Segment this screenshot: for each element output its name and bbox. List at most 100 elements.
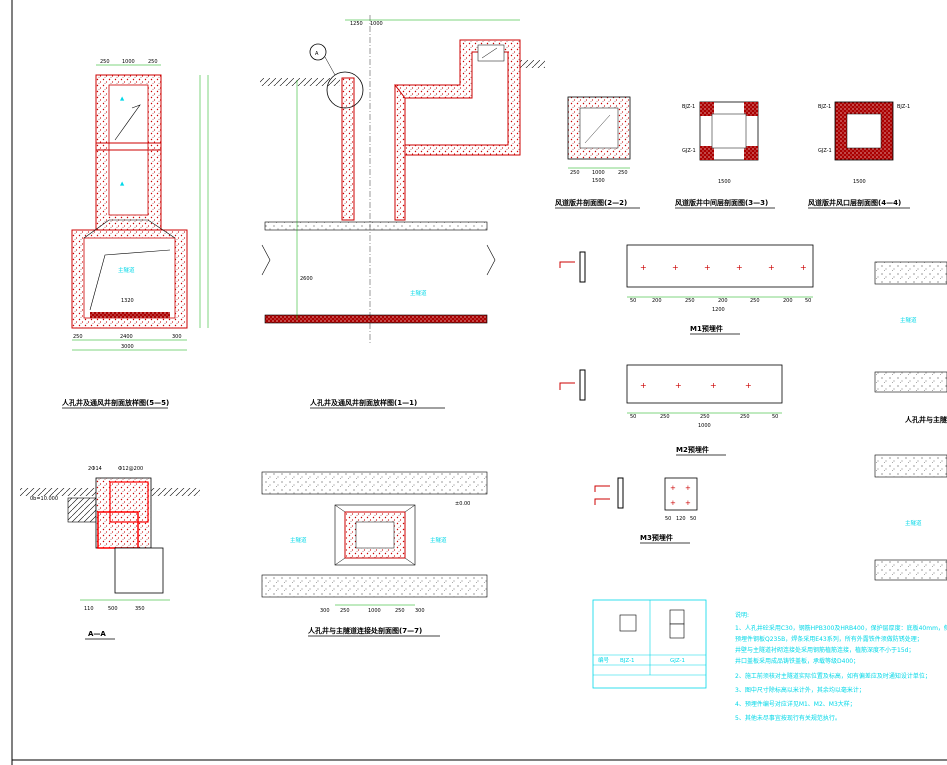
legend-bjz: BJZ-1 <box>620 658 635 664</box>
dim-a-a-3: 350 <box>135 606 145 612</box>
svg-text:+: + <box>768 263 775 272</box>
dim-m2-4: 250 <box>740 414 750 420</box>
title-3-3: 风道版井中间层剖面图(3—3) <box>675 198 768 207</box>
section-1-1: A 主隧道 1250 1000 2600 人孔井及通风井剖面放样图(1—1) <box>260 15 545 409</box>
dim-m2-3: 250 <box>700 414 710 420</box>
dim-m2-5: 50 <box>772 414 778 420</box>
title-4-4: 风道版井风口层剖面图(4—4) <box>808 198 901 207</box>
dim-5-5-top-2: 1000 <box>122 59 135 65</box>
title-5-5: 人孔井及通风井剖面放样图(5—5) <box>62 398 169 407</box>
svg-text:2600: 2600 <box>300 276 313 282</box>
svg-text:▲: ▲ <box>120 181 125 187</box>
rebar-tag-12200: Ф12@200 <box>118 466 143 472</box>
dim-a-a-2: 500 <box>108 606 118 612</box>
svg-text:+: + <box>704 263 711 272</box>
svg-text:+: + <box>685 499 691 507</box>
label-bjz-1: BJZ-1 <box>682 104 695 110</box>
title-m3: M3预埋件 <box>640 533 673 542</box>
note-1: 1、人孔井砼采用C30，钢筋HPB300及HRB400，保护层厚度：底板40mm… <box>735 624 947 632</box>
svg-text:+: + <box>800 263 807 272</box>
svg-text:+: + <box>670 484 676 492</box>
note-4: 4、预埋件编号对应详见M1、M2、M3大样； <box>735 700 856 708</box>
svg-text:主隧道: 主隧道 <box>430 536 447 544</box>
detail-bracket-a: A <box>315 51 319 57</box>
dim-2-2-2: 1000 <box>592 170 605 176</box>
legend-col-1: 编号 <box>598 656 610 664</box>
svg-text:+: + <box>675 381 682 390</box>
note-1d: 井口盖板采用成品铸铁盖板，承载等级D400； <box>735 657 859 665</box>
notes-heading: 说明: <box>735 611 749 619</box>
svg-text:+: + <box>640 381 647 390</box>
dim-7-7-2: 250 <box>340 608 350 614</box>
note-5: 5、其他未尽事宜按现行有关规范执行。 <box>735 714 841 722</box>
svg-text:主隧道: 主隧道 <box>905 519 922 527</box>
dim-m3-1: 50 <box>665 516 671 522</box>
tunnel-label: 主隧道 <box>290 536 307 544</box>
dim-5-5-top-3: 250 <box>148 59 158 65</box>
note-1b: 预埋件钢板Q235B，焊条采用E43系列，所有外露铁件须做防锈处理； <box>735 635 923 643</box>
note-1c: 井壁与主隧道衬砌连接处采用钢筋植筋连接，植筋深度不小于15d； <box>735 646 914 654</box>
dim-m2-1: 50 <box>630 414 636 420</box>
dim-5-5-bot-3: 300 <box>172 334 182 340</box>
legend-table: 编号 BJZ-1 GJZ-1 <box>592 599 707 689</box>
svg-text:BJZ-1: BJZ-1 <box>897 104 910 110</box>
dim-m1-4: 200 <box>718 298 728 304</box>
label-gjz-1: GJZ-1 <box>682 148 696 154</box>
svg-text:+: + <box>685 484 691 492</box>
dim-m1-1: 50 <box>630 298 636 304</box>
svg-text:+: + <box>736 263 743 272</box>
title-1-1: 人孔井及通风井剖面放样图(1—1) <box>310 398 417 407</box>
dim-m3-3: 50 <box>690 516 696 522</box>
legend-gjz: GJZ-1 <box>670 658 685 664</box>
title-7-7: 人孔井与主隧道连接处剖面图(7—7) <box>308 626 422 635</box>
dim-m3-2: 120 <box>676 516 686 522</box>
dim-5-5-bot-2: 2400 <box>120 334 133 340</box>
dim-5-5-top-1: 250 <box>100 59 110 65</box>
dim-7-7-3: 1000 <box>368 608 381 614</box>
title-m2: M2预埋件 <box>676 445 709 454</box>
dim-3-3-total: 1500 <box>718 179 731 185</box>
dim-2-2-1: 250 <box>570 170 580 176</box>
dim-m1-3: 250 <box>685 298 695 304</box>
dim-m1-2: 200 <box>652 298 662 304</box>
section-5-5: 主隧道 ▲ ▲ 250 1000 250 250 2400 300 3000 1… <box>62 59 209 409</box>
svg-text:▲: ▲ <box>120 96 125 102</box>
dim-m2-2: 250 <box>660 414 670 420</box>
section-2-2: 250 1000 250 1500 风道版井剖面图(2—2) <box>555 96 640 209</box>
svg-text:BJZ-1: BJZ-1 <box>818 104 831 110</box>
svg-text:1000: 1000 <box>370 21 383 27</box>
rebar-tag-2f14: 2Ф14 <box>88 466 102 472</box>
title-right-partial: 人孔井与主隧道连 <box>905 415 947 424</box>
section-a-a: 0b=10.000 2Ф14 Ф12@200 110 500 350 A—A <box>20 466 200 640</box>
note-2: 2、施工前须核对主隧道实际位置及标高，如有偏差应及时通知设计单位； <box>735 672 931 680</box>
dim-m1-5: 250 <box>750 298 760 304</box>
svg-text:+: + <box>640 263 647 272</box>
dim-7-7-5: 300 <box>415 608 425 614</box>
title-2-2: 风道版井剖面图(2—2) <box>555 198 627 207</box>
section-7-7: 主隧道 主隧道 ±0.00 300 250 1000 250 300 人孔井与主… <box>261 471 488 637</box>
svg-text:GJZ-1: GJZ-1 <box>818 148 832 154</box>
dim-a-a-1: 110 <box>84 606 94 612</box>
m3-embed: ++++ 50 120 50 M3预埋件 <box>594 477 698 544</box>
dim-m1-total: 1200 <box>712 307 725 313</box>
dim-7-7-4: 250 <box>395 608 405 614</box>
svg-text:主隧道: 主隧道 <box>900 316 917 324</box>
svg-text:主隧道: 主隧道 <box>410 289 427 297</box>
svg-text:1250: 1250 <box>350 21 363 27</box>
dim-m1-6: 200 <box>783 298 793 304</box>
dim-5-5-total: 3000 <box>121 344 134 350</box>
m2-embed: ++++ 50 250 250 250 50 1000 M2预埋件 <box>559 364 783 456</box>
title-a-a: A—A <box>88 630 106 638</box>
dim-m1-7: 50 <box>805 298 811 304</box>
dim-5-5-bot-1: 250 <box>73 334 83 340</box>
dim-2-2-total: 1500 <box>592 178 605 184</box>
svg-text:主隧道: 主隧道 <box>118 266 135 274</box>
svg-text:+: + <box>672 263 679 272</box>
dim-7-7-1: 300 <box>320 608 330 614</box>
m1-embed: +++ +++ 50 200 250 200 250 200 50 1200 M… <box>559 244 814 335</box>
notes: 说明: 1、人孔井砼采用C30，钢筋HPB300及HRB400，保护层厚度：底板… <box>735 611 947 722</box>
section-4-4: BJZ-1 BJZ-1 GJZ-1 1500 风道版井风口层剖面图(4—4) <box>808 101 910 209</box>
dim-5-5-mid: 1320 <box>121 298 134 304</box>
dim-2-2-3: 250 <box>618 170 628 176</box>
